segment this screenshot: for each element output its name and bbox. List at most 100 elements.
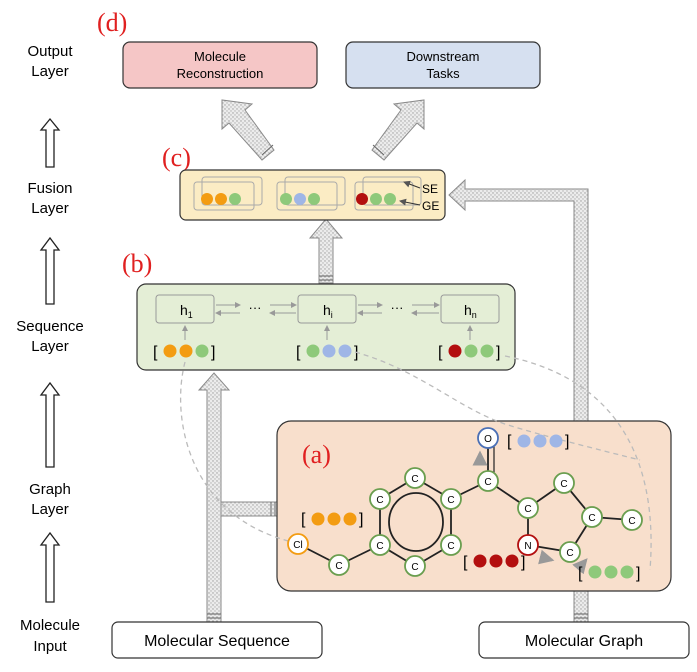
- reconstruction-line1: Molecule: [194, 49, 246, 64]
- section-label-c: (c): [162, 143, 191, 172]
- molecular-graph-label: Molecular Graph: [525, 633, 643, 650]
- graph-embedding-chlorine: [ ]: [301, 511, 363, 528]
- svg-text:[: [: [153, 344, 158, 361]
- arrow-end-ribs: [207, 144, 588, 619]
- atom-carbon: C: [477, 470, 499, 492]
- molecular-sequence-input-box: Molecular Sequence: [111, 621, 323, 659]
- atom-carbon: C: [559, 541, 581, 563]
- svg-text:]: ]: [565, 433, 569, 450]
- svg-text:]: ]: [496, 344, 500, 361]
- svg-text:[: [: [578, 565, 583, 582]
- graph-embedding-nitrogen: [ ]: [463, 554, 525, 571]
- atom-oxygen: O: [477, 427, 499, 449]
- atom-carbon: C: [369, 534, 391, 556]
- sequence-layer-label-line1: Sequence: [16, 318, 84, 335]
- molecule-input-label-line2: Input: [33, 638, 67, 655]
- atom-pointer-arrows: [472, 450, 588, 575]
- reconstruction-line2: Reconstruction: [177, 66, 264, 81]
- molecular-sequence-label: Molecular Sequence: [144, 633, 290, 650]
- graph-to-sequence-connector: [220, 501, 280, 517]
- svg-text:C: C: [447, 495, 454, 506]
- graph-embedding-carbon: [ ]: [578, 565, 640, 582]
- svg-text:C: C: [335, 561, 342, 572]
- svg-text:C: C: [411, 562, 418, 573]
- svg-text:]: ]: [359, 511, 363, 528]
- svg-text:C: C: [588, 513, 595, 524]
- hidden-state-h1: h1: [180, 302, 193, 320]
- sequence-to-fusion-arrow: [308, 218, 344, 284]
- svg-text:C: C: [560, 479, 567, 490]
- svg-text:[: [: [438, 344, 443, 361]
- left-layer-labels: Output Layer Fusion Layer Sequence Layer…: [16, 43, 84, 655]
- fusion-to-downstream-arrow: [371, 99, 425, 161]
- ge-label: GE: [422, 199, 439, 213]
- molecule-atoms: Cl C C C C C C C: [287, 427, 643, 577]
- fusion-dots-2: [280, 193, 320, 205]
- svg-text:C: C: [447, 541, 454, 552]
- fusion-layer-label-line2: Layer: [31, 200, 69, 217]
- svg-text:C: C: [484, 477, 491, 488]
- output-layer-label-line2: Layer: [31, 63, 69, 80]
- atom-nitrogen: N: [517, 534, 539, 556]
- fusion-layer-box: SE GE: [179, 169, 446, 221]
- hidden-state-hn: hn: [464, 302, 477, 320]
- input-to-sequence-arrow: [197, 372, 231, 623]
- molecular-graph-input-box: Molecular Graph: [478, 621, 690, 659]
- up-arrow-icon: [39, 381, 61, 468]
- fusion-to-reconstruction-arrow: [221, 99, 275, 161]
- up-arrow-icon: [39, 531, 61, 603]
- ellipsis-1: ···: [249, 300, 262, 315]
- hidden-state-hi: hi: [323, 302, 333, 320]
- svg-text:]: ]: [521, 554, 525, 571]
- svg-text:[: [: [507, 433, 512, 450]
- section-label-d: (d): [97, 8, 127, 37]
- atom-carbon: C: [553, 472, 575, 494]
- sequence-token-n: [ ]: [438, 344, 500, 361]
- atom-carbon: C: [328, 554, 350, 576]
- atom-carbon: C: [369, 488, 391, 510]
- graph-embedding-oxygen: [ ]: [507, 433, 569, 450]
- atom-carbon: C: [440, 534, 462, 556]
- svg-text:C: C: [376, 541, 383, 552]
- atom-carbon: C: [517, 497, 539, 519]
- fusion-dots-1: [201, 193, 241, 205]
- atom-chlorine: Cl: [287, 533, 309, 555]
- left-up-arrows: [39, 117, 61, 603]
- downstream-line2: Tasks: [426, 66, 460, 81]
- fusion-layer-label-line1: Fusion: [27, 180, 72, 197]
- atom-carbon: C: [621, 509, 643, 531]
- svg-text:]: ]: [211, 344, 215, 361]
- ellipsis-2: ···: [391, 300, 404, 315]
- sequence-layer-label-line2: Layer: [31, 338, 69, 355]
- molecule-input-label-line1: Molecule: [20, 617, 80, 634]
- svg-text:C: C: [566, 548, 573, 559]
- output-layer-label-line1: Output: [27, 43, 73, 60]
- up-arrow-icon: [39, 236, 61, 305]
- svg-text:Cl: Cl: [293, 540, 302, 551]
- fusion-dots-3: [356, 193, 396, 205]
- section-label-b: (b): [122, 249, 152, 278]
- molecule-reconstruction-box: Molecule Reconstruction: [122, 41, 318, 89]
- downstream-tasks-box: Downstream Tasks: [345, 41, 541, 89]
- svg-text:C: C: [524, 504, 531, 515]
- sequence-layer-box: h1 hi hn ··· ··· [ ] [ ]: [136, 283, 516, 371]
- svg-text:]: ]: [636, 565, 640, 582]
- atom-carbon: C: [404, 467, 426, 489]
- correspondence-curves: [179, 351, 652, 571]
- svg-text:C: C: [376, 495, 383, 506]
- svg-text:C: C: [411, 474, 418, 485]
- svg-text:C: C: [628, 516, 635, 527]
- up-arrow-icon: [39, 117, 61, 168]
- svg-text:[: [: [301, 511, 306, 528]
- sequence-token-1: [ ]: [153, 344, 215, 361]
- graph-layer-label-line2: Layer: [31, 501, 69, 518]
- downstream-line1: Downstream: [407, 49, 480, 64]
- svg-text:[: [: [463, 554, 468, 571]
- se-label: SE: [422, 182, 438, 196]
- atom-carbon: C: [581, 506, 603, 528]
- svg-text:N: N: [524, 541, 531, 552]
- atom-carbon: C: [404, 555, 426, 577]
- atom-carbon: C: [440, 488, 462, 510]
